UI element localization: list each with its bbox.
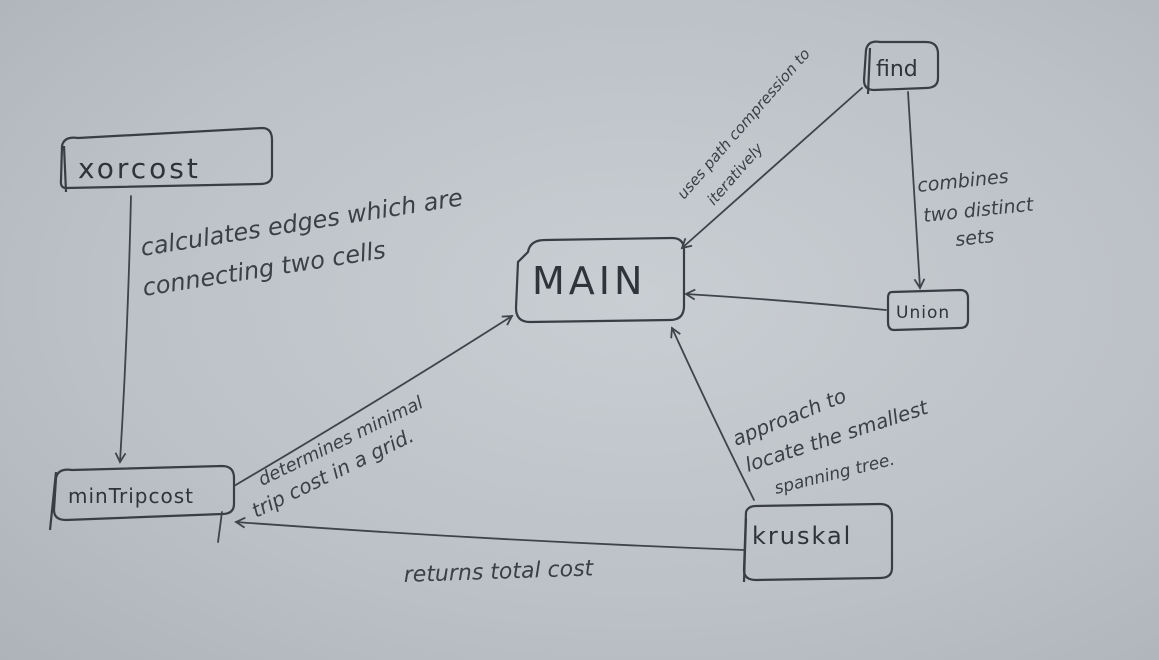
node-find: find: [862, 40, 940, 95]
node-xorcost-label: xorcost: [78, 152, 201, 185]
node-mintripcost: minTripcost: [48, 464, 236, 531]
edge-kruskal-to-main: [670, 326, 755, 501]
edge-kruskal-to-mintripcost: [234, 516, 745, 551]
note-union-1: combines: [916, 166, 1009, 197]
edge-find-to-union: [907, 91, 926, 290]
note-union-2: two distinct: [922, 193, 1036, 227]
edge-find-to-main: [680, 87, 863, 250]
edge-mintripcost-to-main: [233, 315, 514, 487]
node-kruskal: kruskal: [742, 502, 894, 583]
node-mintripcost-label: minTripcost: [68, 484, 194, 508]
note-returns: returns total cost: [403, 556, 595, 588]
node-find-label: find: [876, 57, 918, 82]
node-union-label: Union: [896, 303, 950, 323]
note-union-3: sets: [954, 225, 995, 251]
node-main: MAIN: [514, 236, 686, 324]
node-union: Union: [886, 288, 970, 332]
node-xorcost: xorcost: [59, 126, 274, 193]
edge-xorcost-to-mintripcost: [114, 195, 132, 464]
node-main-label: MAIN: [532, 259, 646, 303]
node-kruskal-label: kruskal: [752, 522, 852, 550]
edge-union-to-main: [684, 288, 887, 311]
note-find-1: uses path compression to: [673, 45, 813, 203]
edge-tick-mark: [217, 511, 223, 543]
